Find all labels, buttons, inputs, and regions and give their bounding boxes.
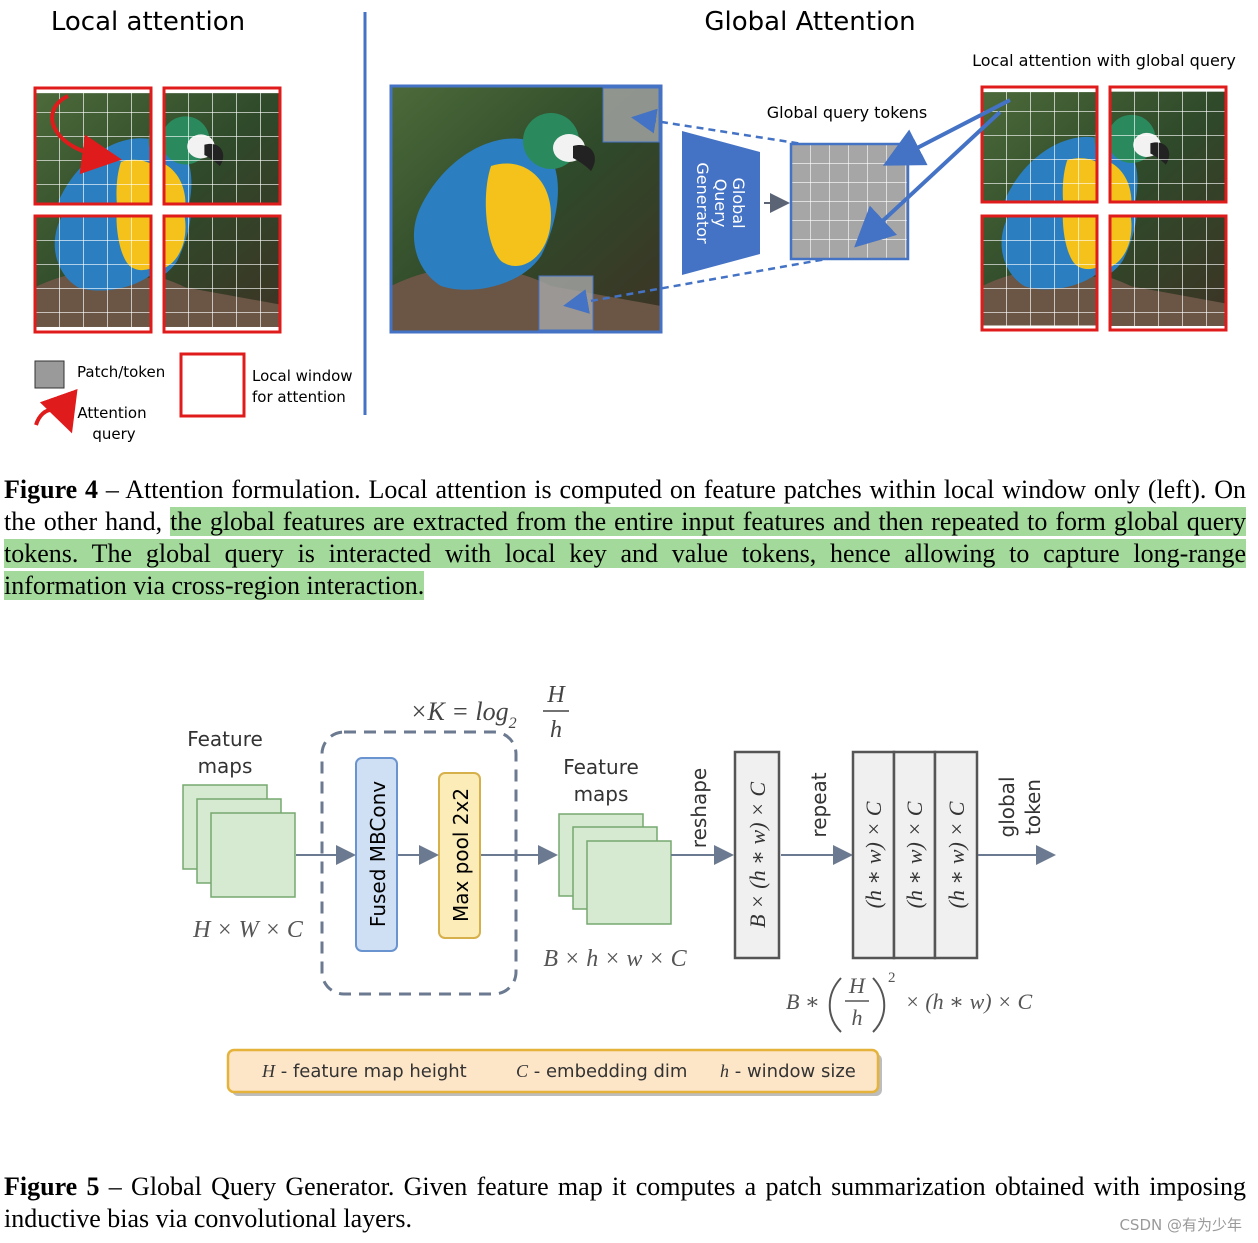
stack-cell-3: (h ∗ w) × C — [944, 801, 969, 908]
final-exponent: 2 — [888, 970, 896, 986]
attention-query-icon — [34, 388, 78, 434]
local-attention-title: Local attention — [51, 7, 245, 37]
dashed-arrow-bottom — [563, 243, 906, 314]
legend-w-symbol: h — [720, 1061, 729, 1081]
max-pool-label: Max pool 2x2 — [449, 788, 473, 922]
final-suffix: × (h ∗ w) × C — [905, 989, 1032, 1014]
figure-4-caption-text: – Attention formulation. Local attention… — [4, 475, 1246, 536]
final-frac-num: H — [848, 973, 866, 998]
final-paren-right — [872, 977, 886, 1033]
repeat-frac-num: H — [546, 682, 566, 708]
figure-4-caption-highlight: the global features are extracted from t… — [4, 507, 1246, 600]
generator-label-2: Query — [711, 179, 730, 228]
feature-maps-out-label-1: Feature — [563, 755, 639, 779]
feature-maps-in-label-2: maps — [198, 754, 253, 778]
repeated-block-group — [320, 730, 518, 996]
repeat-label: repeat — [807, 772, 831, 837]
repeat-frac-den: h — [550, 717, 562, 743]
legend-patch-label: Patch/token — [77, 363, 165, 381]
global-token-label-2: token — [1021, 779, 1045, 835]
reshape-box — [733, 750, 781, 960]
attention-query-arrow — [50, 94, 122, 175]
local-window-grid — [33, 86, 282, 334]
global-token-label-1: global — [995, 777, 1019, 838]
legend-h-text: - feature map height — [275, 1061, 467, 1082]
legend-window-label-1: Local window — [252, 367, 353, 385]
figure-4-diagram: Local attention Global Attention Patch/t… — [33, 7, 1236, 443]
repeated-token-stack — [851, 750, 979, 960]
legend-attention-label-1: Attention — [77, 404, 146, 422]
legend-attention-label-2: query — [92, 425, 135, 443]
stack-cell-1: (h ∗ w) × C — [861, 801, 886, 908]
legend-window-label-2: for attention — [252, 388, 346, 406]
legend-h-symbol: H — [261, 1061, 276, 1081]
legend-window: h - window size — [720, 1061, 856, 1082]
final-prefix: B ∗ — [786, 989, 820, 1014]
legend-embedding: C - embedding dim — [516, 1061, 687, 1082]
figure-4-label: Figure 4 — [4, 475, 99, 504]
figure-5-caption-text: – Global Query Generator. Given feature … — [4, 1172, 1246, 1233]
repeat-formula-main: ×K = log — [410, 697, 509, 726]
global-query-generator-block — [682, 131, 760, 275]
symbol-legend — [226, 1048, 880, 1094]
local-with-global-label: Local attention with global query — [972, 51, 1236, 70]
figure-4-caption: Figure 4 – Attention formulation. Local … — [4, 474, 1246, 602]
figure-5-diagram: Feature maps H × W × C ×K = log2 H h Fus… — [182, 682, 1056, 1096]
figure-5-caption: Figure 5 – Global Query Generator. Given… — [4, 1171, 1246, 1235]
reshape-label: reshape — [687, 768, 711, 848]
fused-mbconv-label: Fused MBConv — [366, 781, 390, 927]
feature-maps-out-label-2: maps — [574, 782, 629, 806]
legend-c-symbol: C — [516, 1061, 529, 1081]
output-feature-maps — [558, 813, 672, 925]
global-to-local-arrow-2 — [854, 110, 1002, 248]
local-window-grid-global — [980, 85, 1228, 332]
final-paren-left — [828, 977, 842, 1033]
legend-height: H - feature map height — [261, 1061, 467, 1082]
repeat-formula-sub: 2 — [509, 715, 517, 732]
local-window-swatch — [179, 352, 246, 418]
dims-mid: B × h × w × C — [543, 946, 687, 972]
input-feature-maps — [182, 784, 296, 898]
global-attention-title: Global Attention — [704, 7, 915, 37]
legend-w-text: - window size — [729, 1061, 856, 1082]
generator-label-1: Global — [729, 177, 748, 228]
max-pool-block — [438, 772, 481, 939]
figure-5-label: Figure 5 — [4, 1172, 100, 1201]
stack-cell-2: (h ∗ w) × C — [902, 801, 927, 908]
patch-token-swatch — [34, 360, 65, 389]
feature-maps-in-label-1: Feature — [187, 727, 263, 751]
legend-c-text: - embedding dim — [528, 1061, 687, 1082]
fused-mbconv-block — [355, 757, 398, 952]
final-frac-den: h — [852, 1005, 863, 1030]
reshape-box-label: B × (h ∗ w) × C — [745, 782, 770, 928]
dims-in: H × W × C — [192, 917, 304, 943]
dashed-arrow-top — [631, 108, 906, 162]
global-to-local-arrow-1 — [882, 98, 1011, 166]
global-query-tokens-label: Global query tokens — [767, 103, 927, 122]
watermark: CSDN @有为少年 — [1119, 1216, 1242, 1234]
repeat-formula: ×K = log2 — [410, 697, 517, 732]
generator-label-3: Generator — [693, 162, 712, 244]
